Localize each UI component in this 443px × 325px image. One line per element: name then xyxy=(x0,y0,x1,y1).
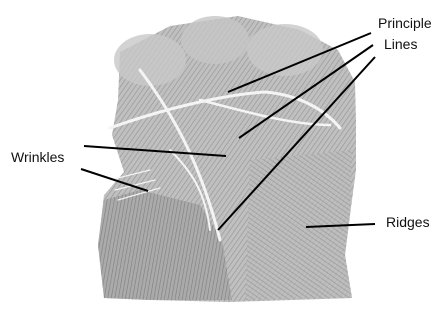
finger-base-2 xyxy=(181,16,249,64)
label-wrinkles: Wrinkles xyxy=(11,149,64,166)
finger-base-1 xyxy=(114,34,186,86)
label-lines: Lines xyxy=(384,36,417,53)
label-ridges: Ridges xyxy=(386,214,430,231)
label-principle: Principle xyxy=(378,15,432,32)
